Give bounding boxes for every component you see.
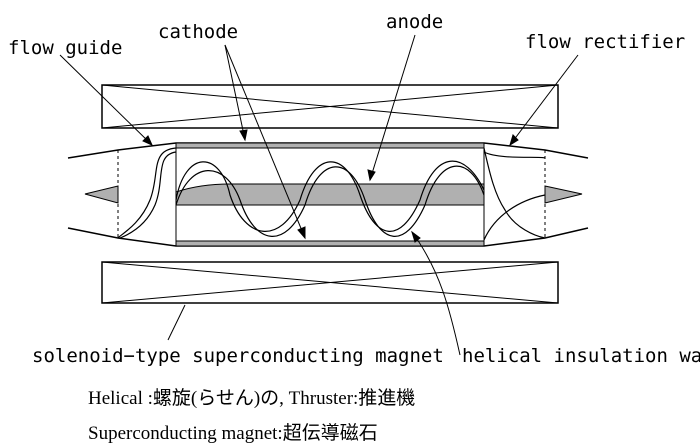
label-helical-wall: helical insulation wall [462,345,700,367]
flow-rectifier-leader [509,54,579,146]
helical-wall [175,160,485,237]
solenoid-leader [167,304,186,341]
cathode-leader-top [224,44,246,141]
label-flow-guide: flow guide [8,37,122,59]
flow-guide-leader [59,54,153,146]
note-helical-thruster: Helical :螺旋(らせん)の, Thruster:推進機 [88,388,416,409]
cathode-plates [175,142,485,247]
flow-guide [117,147,177,239]
label-anode: anode [386,11,443,33]
flow-rectifier [483,147,546,241]
cathode-leader-bottom [224,44,306,239]
anode-rod [84,183,583,210]
helical-wall-leader [411,231,461,356]
solenoid-magnet-bottom [101,261,559,304]
leader-lines [59,34,579,356]
label-cathode: cathode [158,21,238,43]
label-solenoid-magnet: solenoid−type superconducting magnet [32,345,444,367]
label-flow-rectifier: flow rectifier [525,31,685,53]
solenoid-magnet-top [101,84,559,129]
note-superconducting-magnet: Superconducting magnet:超伝導磁石 [88,423,378,444]
anode-leader [369,34,416,181]
